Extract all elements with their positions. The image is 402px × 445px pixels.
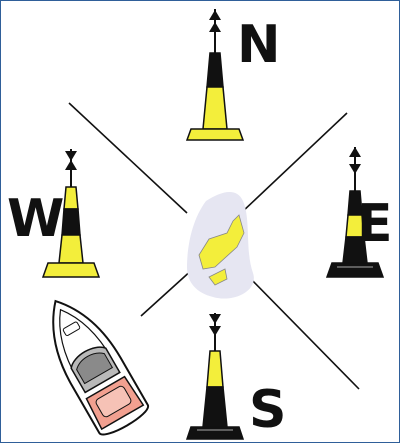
south-label: S: [249, 384, 286, 436]
diagonal-line-se: [245, 273, 359, 389]
diagonal-line-sw: [141, 268, 194, 316]
diagonal-line-ne: [241, 113, 347, 213]
south-cardinal-buoy-icon: [187, 313, 243, 439]
boat-icon: [31, 287, 151, 439]
hazard-icon: [187, 192, 254, 299]
north-label: N: [237, 19, 281, 71]
west-label: W: [7, 193, 64, 245]
north-cardinal-buoy-icon: [187, 9, 243, 140]
diagonal-line-nw: [69, 103, 187, 213]
east-label: E: [357, 198, 393, 250]
